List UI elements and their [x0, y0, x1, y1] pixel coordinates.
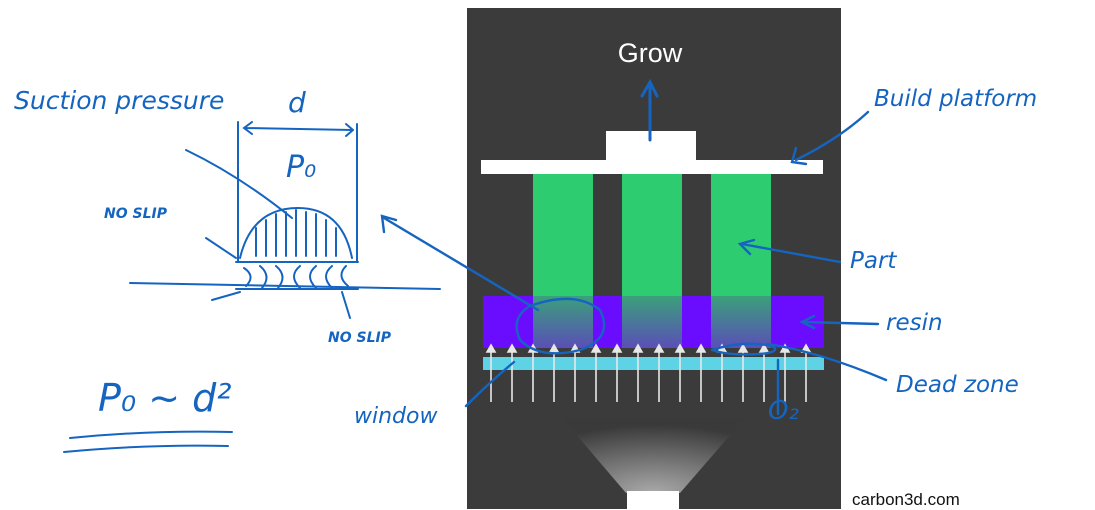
part-2-in-resin: [622, 296, 682, 348]
pressure-scaling-relation: P₀ ~ d²: [98, 376, 232, 420]
flow-swirls: [243, 265, 349, 289]
projector: [627, 491, 679, 509]
dead-zone-label: Dead zone: [896, 372, 1019, 398]
resin-pointer: [799, 314, 880, 330]
window-circle: [515, 297, 606, 355]
annotation-leaders: [380, 110, 888, 416]
pressure-dome: [239, 206, 353, 259]
part-1: [533, 174, 593, 298]
resin-label: resin: [886, 310, 943, 336]
suction-pointer: [185, 149, 293, 219]
window-pointer-left: [211, 291, 241, 301]
light-beam: [562, 418, 745, 493]
d-dimension-arrow: [242, 121, 354, 137]
grow-arrow: [640, 78, 659, 142]
window-to-sketch-arrow: [380, 214, 540, 312]
relation-underline-1: [69, 430, 233, 439]
no-slip-bottom-label: NO SLIP: [328, 330, 391, 346]
part-3: [711, 174, 771, 298]
ground-line: [129, 282, 441, 290]
build-platform-label: Build platform: [874, 86, 1038, 112]
no-slip-top-pointer: [205, 237, 237, 259]
no-slip-bottom-pointer: [341, 291, 351, 319]
part-3-in-resin: [711, 296, 771, 348]
pressure-hatch: [255, 209, 337, 257]
dead-zone-pointer: [766, 342, 888, 382]
part-1-in-resin: [533, 296, 593, 348]
no-slip-top-label: NO SLIP: [104, 206, 167, 222]
d-label: d: [288, 86, 306, 119]
build-platform-pointer: [790, 110, 870, 166]
p0-label: P₀: [286, 150, 317, 185]
part-2: [622, 174, 682, 298]
source-credit: carbon3d.com: [852, 490, 960, 509]
window-label: window: [354, 404, 438, 429]
part-label: Part: [850, 248, 897, 274]
dead-zone-ellipse: [710, 342, 777, 356]
window: [483, 357, 824, 370]
relation-underline-2: [63, 444, 229, 453]
part-pointer: [737, 238, 842, 264]
suction-sketch: [63, 121, 441, 453]
suction-pressure-label: Suction pressure: [14, 86, 225, 115]
grow-label: Grow: [617, 38, 683, 68]
build-platform: [481, 160, 823, 174]
o2-label: O₂: [768, 396, 799, 426]
window-pointer: [464, 360, 516, 408]
